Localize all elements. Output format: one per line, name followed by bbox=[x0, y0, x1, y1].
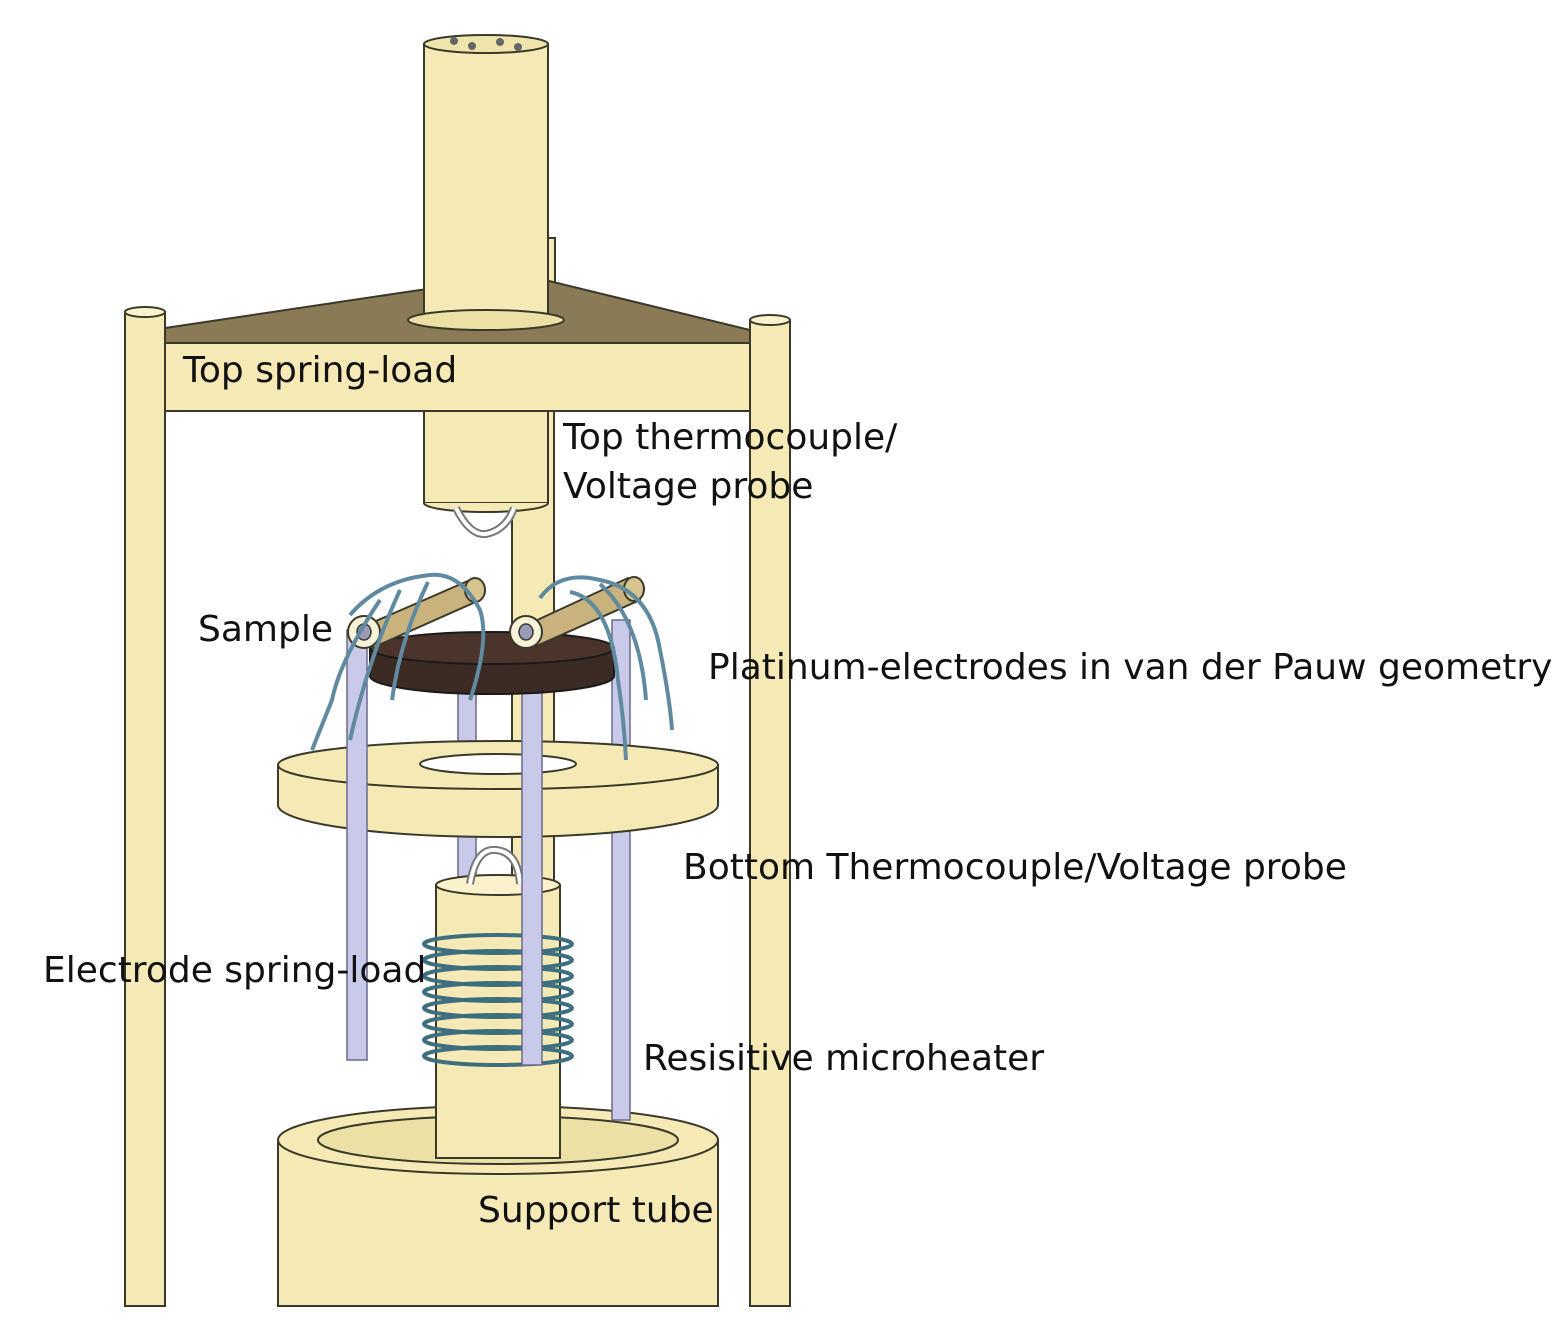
top-lower-cylinder bbox=[423, 410, 549, 513]
left-support-post bbox=[124, 306, 166, 1307]
bottom-thermocouple-loop bbox=[466, 845, 524, 885]
support-tube bbox=[277, 1105, 719, 1307]
label-platinum-electrodes: Platinum-electrodes in van der Pauw geom… bbox=[708, 647, 1552, 688]
label-resistive-microheater: Resisitive microheater bbox=[643, 1038, 1044, 1079]
top-thermocouple-loop bbox=[452, 506, 518, 539]
label-top-thermocouple-line2: Voltage probe bbox=[563, 466, 813, 507]
label-bottom-thermocouple: Bottom Thermocouple/Voltage probe bbox=[683, 847, 1347, 888]
label-electrode-spring-load: Electrode spring-load bbox=[43, 950, 426, 991]
label-top-thermocouple-line1: Top thermocouple/ bbox=[562, 417, 898, 458]
sample-disc bbox=[369, 631, 615, 695]
label-top-spring-load: Top spring-load bbox=[182, 350, 457, 391]
microheater-coil bbox=[422, 933, 574, 1067]
electrode-wires bbox=[310, 572, 674, 761]
label-support-tube: Support tube bbox=[478, 1190, 714, 1231]
right-support-post bbox=[749, 314, 791, 1307]
label-sample: Sample bbox=[198, 609, 333, 650]
ring-plate bbox=[277, 740, 719, 838]
top-central-cylinder bbox=[407, 34, 565, 331]
